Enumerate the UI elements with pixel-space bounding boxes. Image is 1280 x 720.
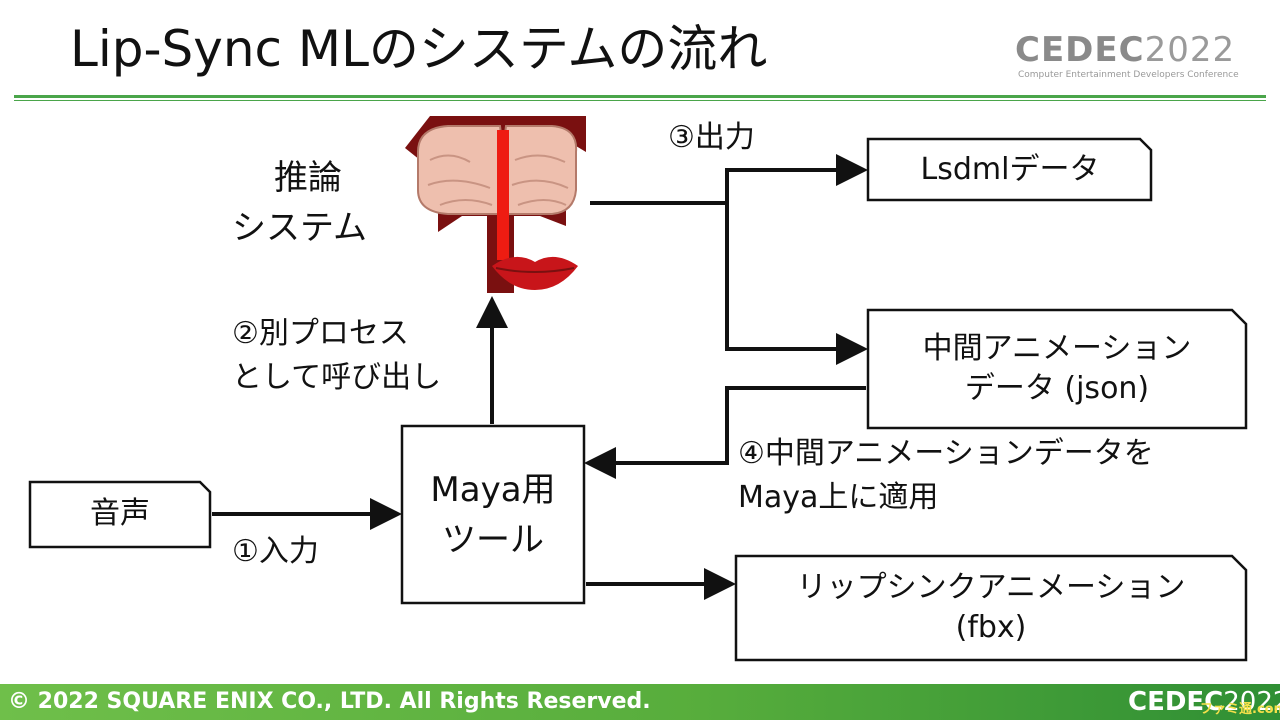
cedec-logo-subtitle: Computer Entertainment Developers Confer…	[1018, 70, 1239, 80]
footer-logo-year: 2022	[1223, 687, 1280, 717]
lipsync-fbx-text: リップシンクアニメーション (fbx)	[796, 570, 1186, 645]
footer-cedec-logo: CEDEC2022	[1128, 686, 1280, 718]
slide-title: Lip-Sync MLのシステムの流れ	[70, 20, 768, 78]
cedec-logo-year: 2022	[1144, 30, 1236, 70]
audio-box	[28, 480, 212, 549]
lsdml-data-box	[866, 137, 1153, 202]
header-divider-thin	[14, 100, 1266, 101]
step4-label-line1: ④中間アニメーションデータを	[738, 436, 1154, 471]
copyright-text: © 2022 SQUARE ENIX CO., LTD. All Rights …	[8, 689, 651, 714]
step2-label-line2: として呼び出し	[232, 360, 442, 395]
brain-lips-icon	[405, 116, 586, 293]
header-divider-thick	[14, 95, 1266, 98]
step2-label-line1: ②別プロセス	[232, 316, 409, 351]
step1-label: ①入力	[232, 534, 319, 569]
cedec-logo: CEDEC2022 Computer Entertainment Develop…	[1010, 30, 1239, 85]
cedec-logo-main: CEDEC2022	[1015, 30, 1235, 70]
arrow-output-lsdml	[725, 154, 868, 349]
audio-text: 音声	[90, 496, 150, 531]
arrow-output-json	[725, 300, 868, 365]
maya-tool-text: Maya用 ツール	[430, 469, 556, 560]
inference-label-line2: システム	[232, 208, 367, 248]
cedec-logo-word: CEDEC	[1015, 30, 1145, 70]
lipsync-fbx-box	[734, 554, 1248, 662]
lsdml-data-text: Lsdmlデータ	[920, 152, 1100, 187]
maya-tool-box	[400, 424, 586, 605]
intermediate-json-box	[866, 308, 1248, 430]
step3-label: ③出力	[668, 120, 755, 155]
footer-bar: © 2022 SQUARE ENIX CO., LTD. All Rights …	[0, 684, 1280, 720]
footer-logo-word: CEDEC	[1128, 687, 1224, 717]
arrow-apply-json	[584, 386, 866, 479]
watermark: ファミ通.com	[1200, 702, 1280, 717]
inference-label-line1: 推論	[274, 158, 342, 198]
intermediate-json-text: 中間アニメーション データ (json)	[922, 331, 1192, 406]
step4-label-line2: Maya上に適用	[738, 480, 939, 515]
